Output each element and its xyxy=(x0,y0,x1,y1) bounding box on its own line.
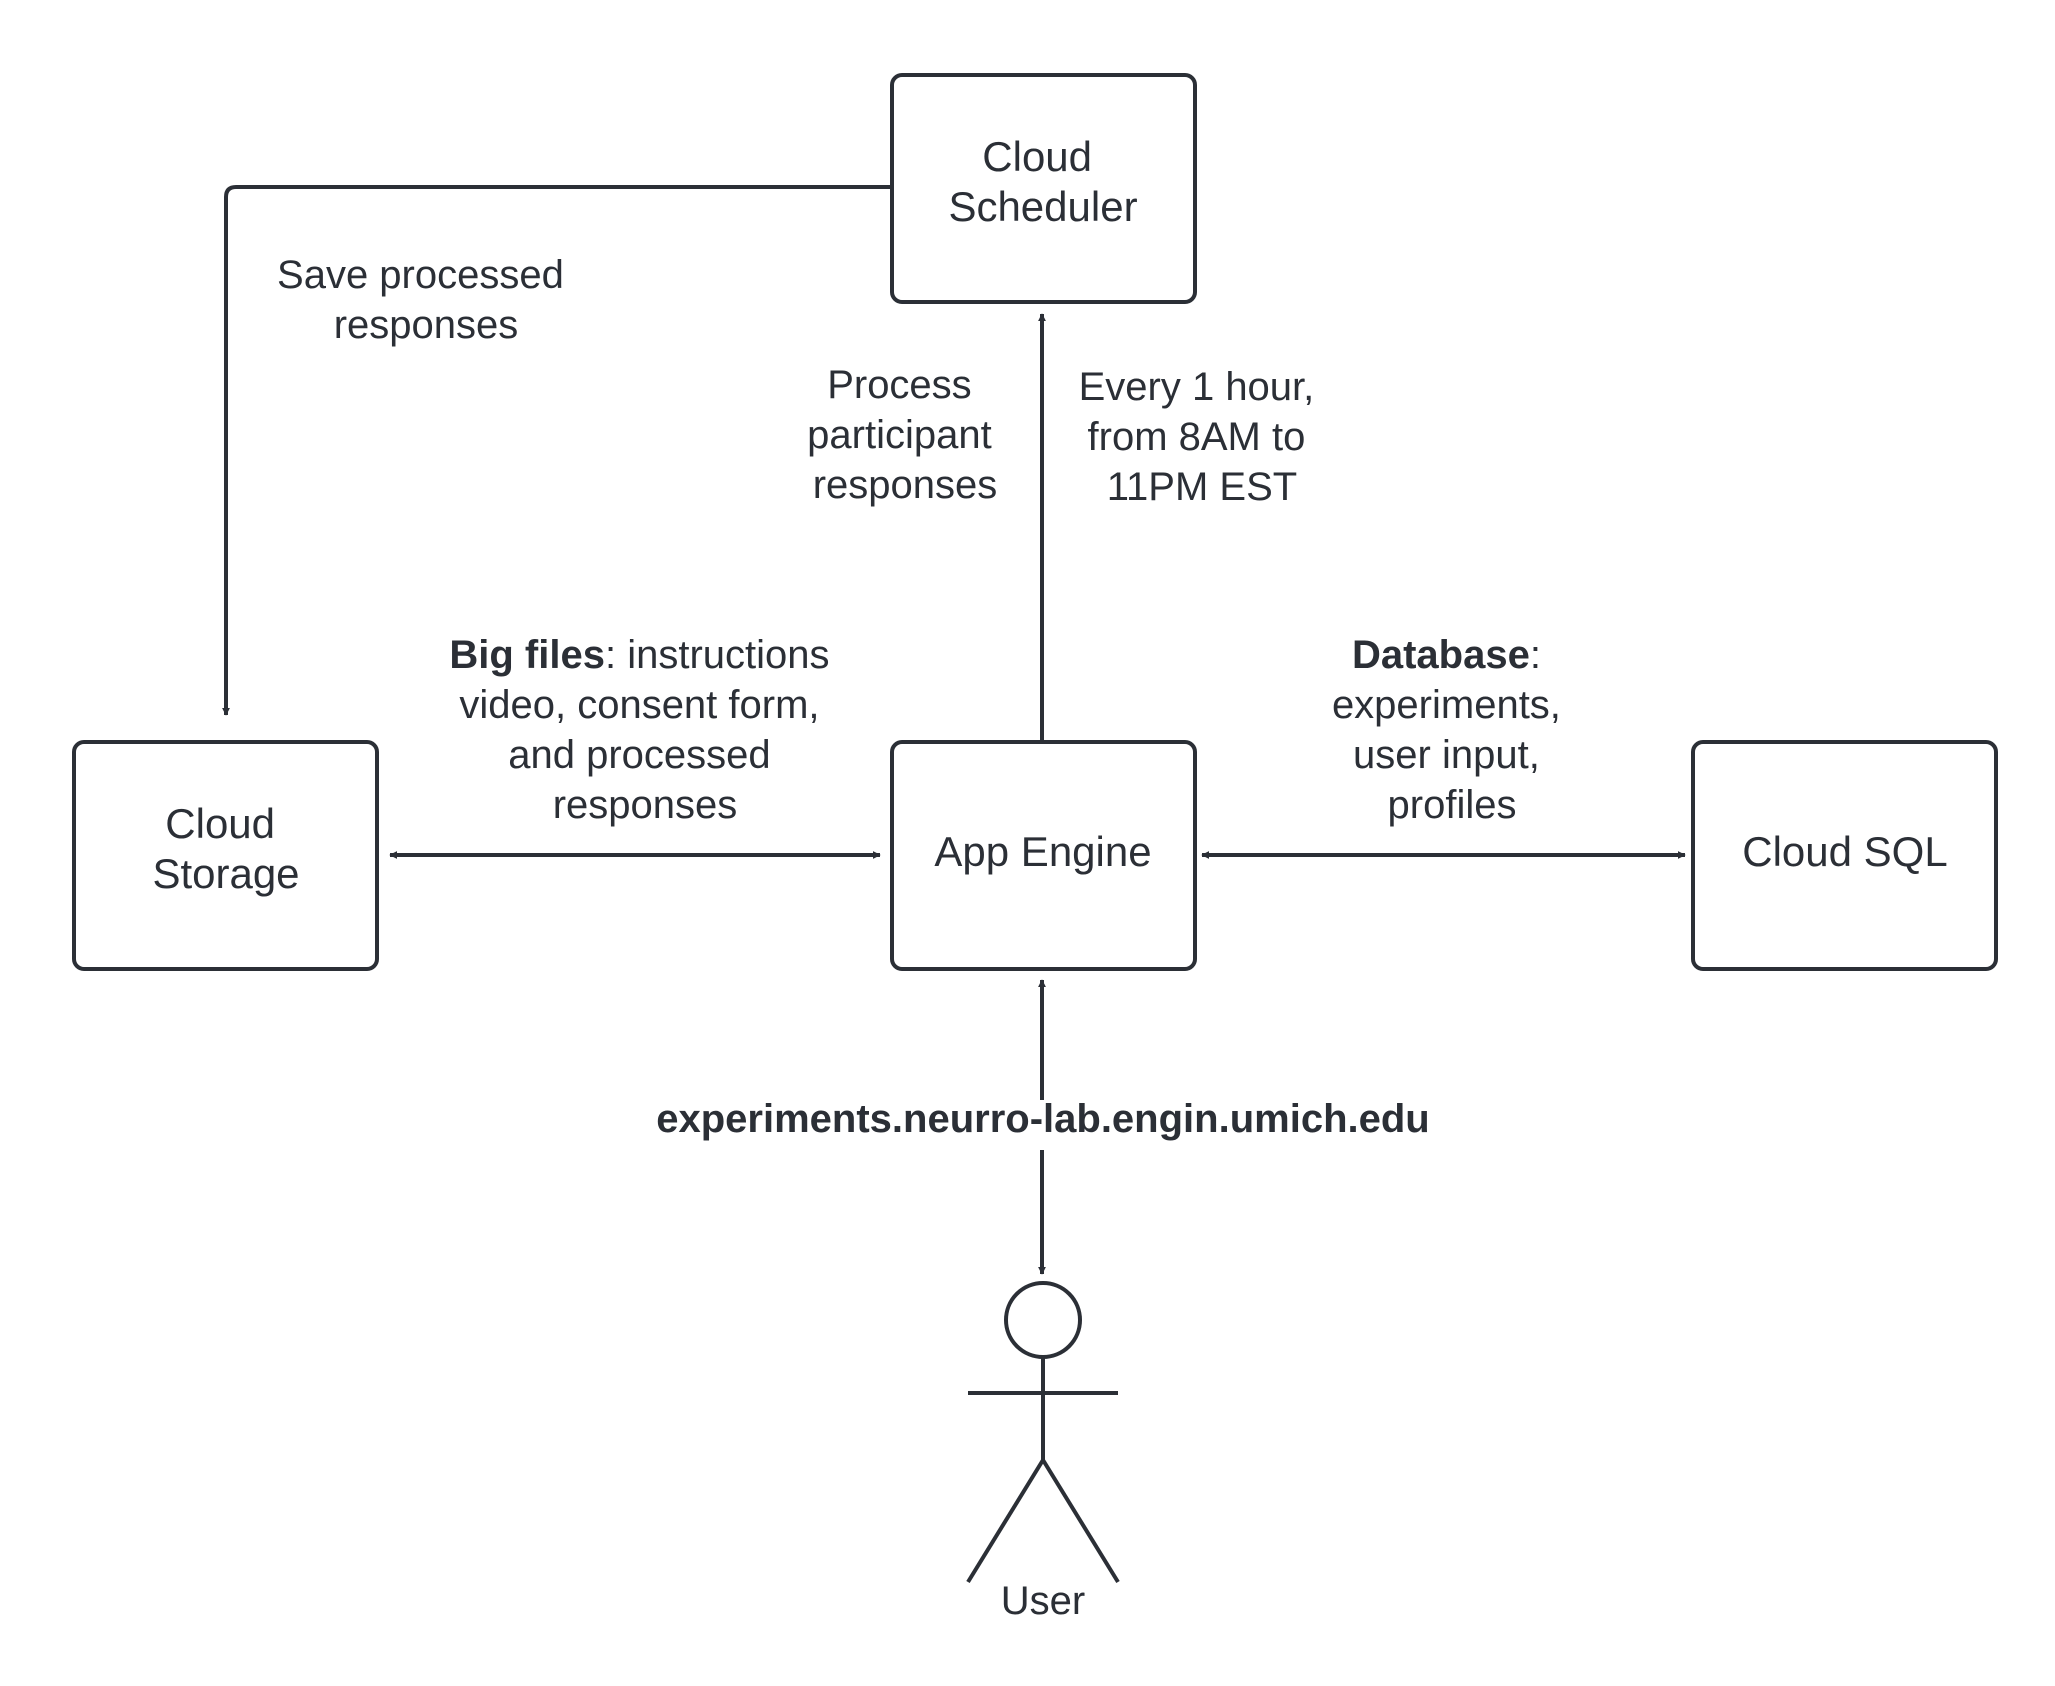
big-files-label: Big files: instructions video, consent f… xyxy=(449,633,840,827)
app-engine-box[interactable] xyxy=(890,740,1197,971)
process-participant-label: Process participant responses xyxy=(807,363,1003,507)
cloud-scheduler-box[interactable] xyxy=(890,73,1197,304)
edge-scheduler-to-storage xyxy=(222,185,890,716)
url-label[interactable]: experiments.neurro-lab.engin.umich.edu xyxy=(656,1097,1429,1141)
app-engine-label: App Engine xyxy=(934,828,1151,875)
cloud-sql-box[interactable] xyxy=(1691,740,1998,971)
cloud-sql-label: Cloud SQL xyxy=(1742,828,1947,875)
cloud-storage-box[interactable] xyxy=(72,740,379,971)
save-processed-label: Save processed responses xyxy=(277,253,575,347)
schedule-label: Every 1 hour, from 8AM to 11PM EST xyxy=(1079,365,1326,509)
user-label: User xyxy=(1001,1579,1085,1623)
cloud-scheduler-label: Cloud Scheduler xyxy=(948,133,1137,230)
user-actor-icon xyxy=(966,1281,1120,1584)
database-label: Database: experiments, user input, profi… xyxy=(1332,633,1572,827)
cloud-storage-label: Cloud Storage xyxy=(152,800,299,897)
